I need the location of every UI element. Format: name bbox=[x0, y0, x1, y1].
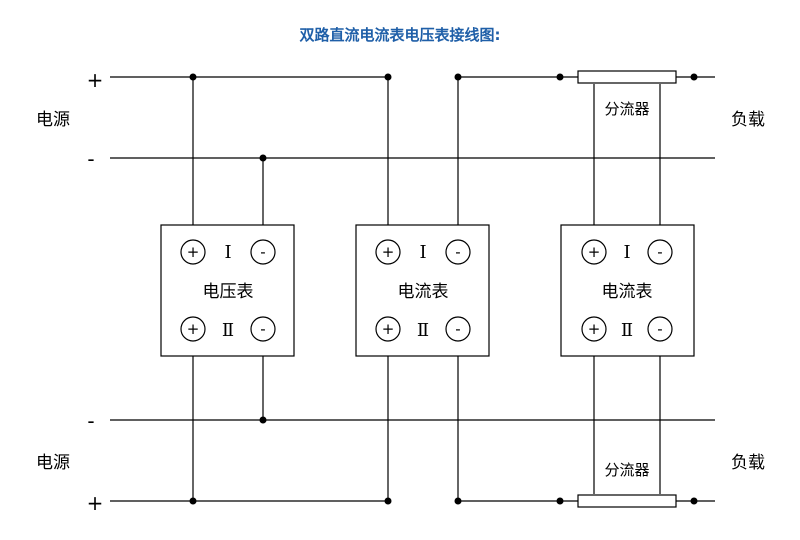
ammeter1-terminal-pos1 bbox=[375, 239, 401, 265]
junction-dot bbox=[454, 73, 462, 81]
junction-dot bbox=[690, 73, 698, 81]
junction-dot bbox=[690, 497, 698, 505]
voltmeter-minus-symbol-2: - bbox=[260, 320, 265, 338]
ammeter1-channel-2: Ⅱ bbox=[417, 320, 429, 341]
ammeter1-minus-symbol-2: - bbox=[455, 320, 460, 338]
voltmeter-terminal-pos2 bbox=[180, 316, 206, 342]
plus-sign-bottom: + bbox=[87, 491, 104, 515]
ammeter1-terminal-neg1 bbox=[445, 239, 471, 265]
voltmeter-terminal-neg1 bbox=[250, 239, 276, 265]
voltmeter-label: 电压表 bbox=[203, 282, 254, 302]
ammeter2-channel-1: Ⅰ bbox=[623, 242, 630, 263]
shunt-label-bg-top bbox=[597, 94, 657, 120]
junction-dot bbox=[189, 73, 197, 81]
minus-sign-top: - bbox=[87, 147, 94, 171]
voltmeter-minus-symbol-1: - bbox=[260, 243, 265, 261]
ammeter2-plus-symbol-2: + bbox=[588, 320, 601, 338]
voltmeter-terminal-neg2 bbox=[250, 316, 276, 342]
minus-sign-bottom: - bbox=[87, 409, 94, 433]
ammeter2-terminal-neg1 bbox=[647, 239, 673, 265]
shunt-label-bg-bottom bbox=[597, 455, 657, 481]
ammeter2-minus-symbol-2: - bbox=[657, 320, 662, 338]
load-label-bottom: 负载 bbox=[731, 453, 765, 473]
ammeter1-channel-1: Ⅰ bbox=[419, 242, 426, 263]
voltmeter-terminal-pos1 bbox=[180, 239, 206, 265]
ammeter2-label: 电流表 bbox=[602, 282, 653, 302]
ammeter1-plus-symbol-1: + bbox=[382, 243, 395, 261]
ammeter1-minus-symbol-1: - bbox=[455, 243, 460, 261]
ammeter2-terminal-pos2 bbox=[581, 316, 607, 342]
ammeter2-minus-symbol-1: - bbox=[657, 243, 662, 261]
diagram-title: 双路直流电流表电压表接线图: bbox=[300, 26, 501, 44]
ammeter2-terminal-pos1 bbox=[581, 239, 607, 265]
ammeter2-channel-2: Ⅱ bbox=[621, 320, 633, 341]
plus-sign-top: + bbox=[87, 68, 104, 92]
ammeter1-label: 电流表 bbox=[398, 282, 449, 302]
source-label-top: 电源 bbox=[36, 110, 70, 130]
shunt-label-top: 分流器 bbox=[604, 100, 649, 118]
source-label-bottom: 电源 bbox=[36, 453, 70, 473]
junction-dot bbox=[384, 497, 392, 505]
shunt-bottom bbox=[577, 494, 677, 508]
junction-dot bbox=[556, 497, 564, 505]
ammeter1-terminal-pos2 bbox=[375, 316, 401, 342]
voltmeter-channel-1: Ⅰ bbox=[224, 242, 231, 263]
junction-dot bbox=[556, 73, 564, 81]
ammeter2-terminal-neg2 bbox=[647, 316, 673, 342]
ammeter1-plus-symbol-2: + bbox=[382, 320, 395, 338]
voltmeter-channel-2: Ⅱ bbox=[222, 320, 234, 341]
junction-dot bbox=[189, 497, 197, 505]
shunt-label-bottom: 分流器 bbox=[604, 461, 649, 479]
voltmeter-plus-symbol-1: + bbox=[187, 243, 200, 261]
voltmeter-plus-symbol-2: + bbox=[187, 320, 200, 338]
junction-dot bbox=[259, 154, 267, 162]
junction-dot bbox=[454, 497, 462, 505]
ammeter1-terminal-neg2 bbox=[445, 316, 471, 342]
junction-dot bbox=[384, 73, 392, 81]
ammeter2-plus-symbol-1: + bbox=[588, 243, 601, 261]
junction-dot bbox=[259, 416, 267, 424]
load-label-top: 负载 bbox=[731, 110, 765, 130]
shunt-top bbox=[577, 70, 677, 84]
